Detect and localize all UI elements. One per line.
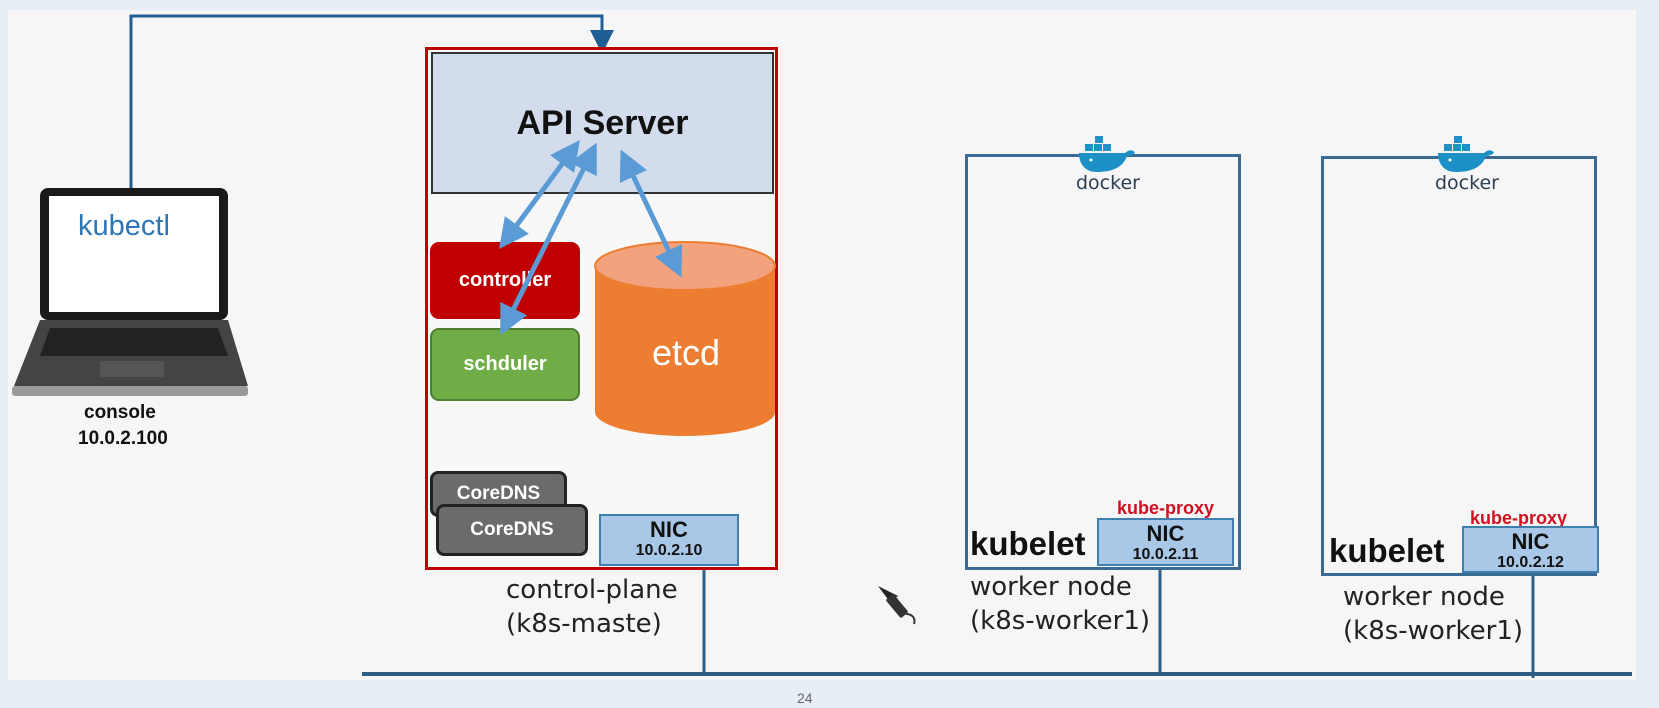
etcd-label: etcd — [652, 332, 721, 373]
kubectl-label: kubectl — [78, 210, 170, 242]
kubelet-label: kubelet — [1329, 532, 1445, 569]
control-plane-label: control-plane — [506, 575, 678, 605]
nic-label: NIC — [650, 517, 688, 542]
worker-node-label: worker node — [970, 572, 1132, 602]
api-server-box: API Server — [431, 52, 774, 194]
scheduler-box: schduler — [430, 328, 580, 401]
worker-node-hostname: (k8s-worker1) — [970, 606, 1151, 636]
coredns-label: CoreDNS — [456, 483, 541, 504]
api-server-label: API Server — [516, 103, 689, 142]
nic-ip: 10.0.2.10 — [635, 542, 703, 559]
kube-proxy-label: kube-proxy — [1470, 508, 1568, 528]
coredns-box-front: CoreDNS — [436, 504, 588, 556]
slide — [8, 10, 1636, 680]
nic-ip: 10.0.2.11 — [1132, 546, 1199, 563]
control-plane-hostname: (k8s-maste) — [506, 609, 662, 639]
api-controller-arrow — [499, 139, 580, 250]
worker-node-label: worker node — [1343, 582, 1505, 612]
coredns-label: CoreDNS — [470, 519, 554, 540]
docker-whale-icon — [1079, 136, 1135, 172]
page-number: 24 — [797, 690, 813, 706]
nic-label: NIC — [1146, 521, 1185, 546]
nic-worker-2: NIC 10.0.2.12 — [1462, 526, 1599, 573]
nic-worker-1: NIC 10.0.2.11 — [1097, 518, 1234, 566]
docker-whale-icon — [1438, 136, 1494, 172]
worker-node-hostname: (k8s-worker1) — [1343, 616, 1524, 646]
docker-label: docker — [1435, 172, 1499, 194]
kube-proxy-label: kube-proxy — [1117, 498, 1215, 518]
scheduler-label: schduler — [463, 353, 547, 375]
console-api-connector — [129, 14, 614, 198]
kubelet-label: kubelet — [970, 525, 1086, 562]
etcd-cylinder — [594, 241, 776, 436]
pen-cursor-icon — [878, 586, 916, 625]
docker-label: docker — [1076, 172, 1140, 194]
api-etcd-arrow — [619, 149, 683, 278]
nic-label: NIC — [1511, 529, 1550, 554]
laptop-icon — [12, 188, 248, 396]
nic-ip: 10.0.2.12 — [1497, 554, 1564, 571]
nic-control-plane: NIC 10.0.2.10 — [599, 514, 739, 566]
console-ip: 10.0.2.100 — [78, 428, 168, 449]
api-scheduler-arrow — [500, 142, 597, 336]
console-name: console — [84, 402, 156, 423]
